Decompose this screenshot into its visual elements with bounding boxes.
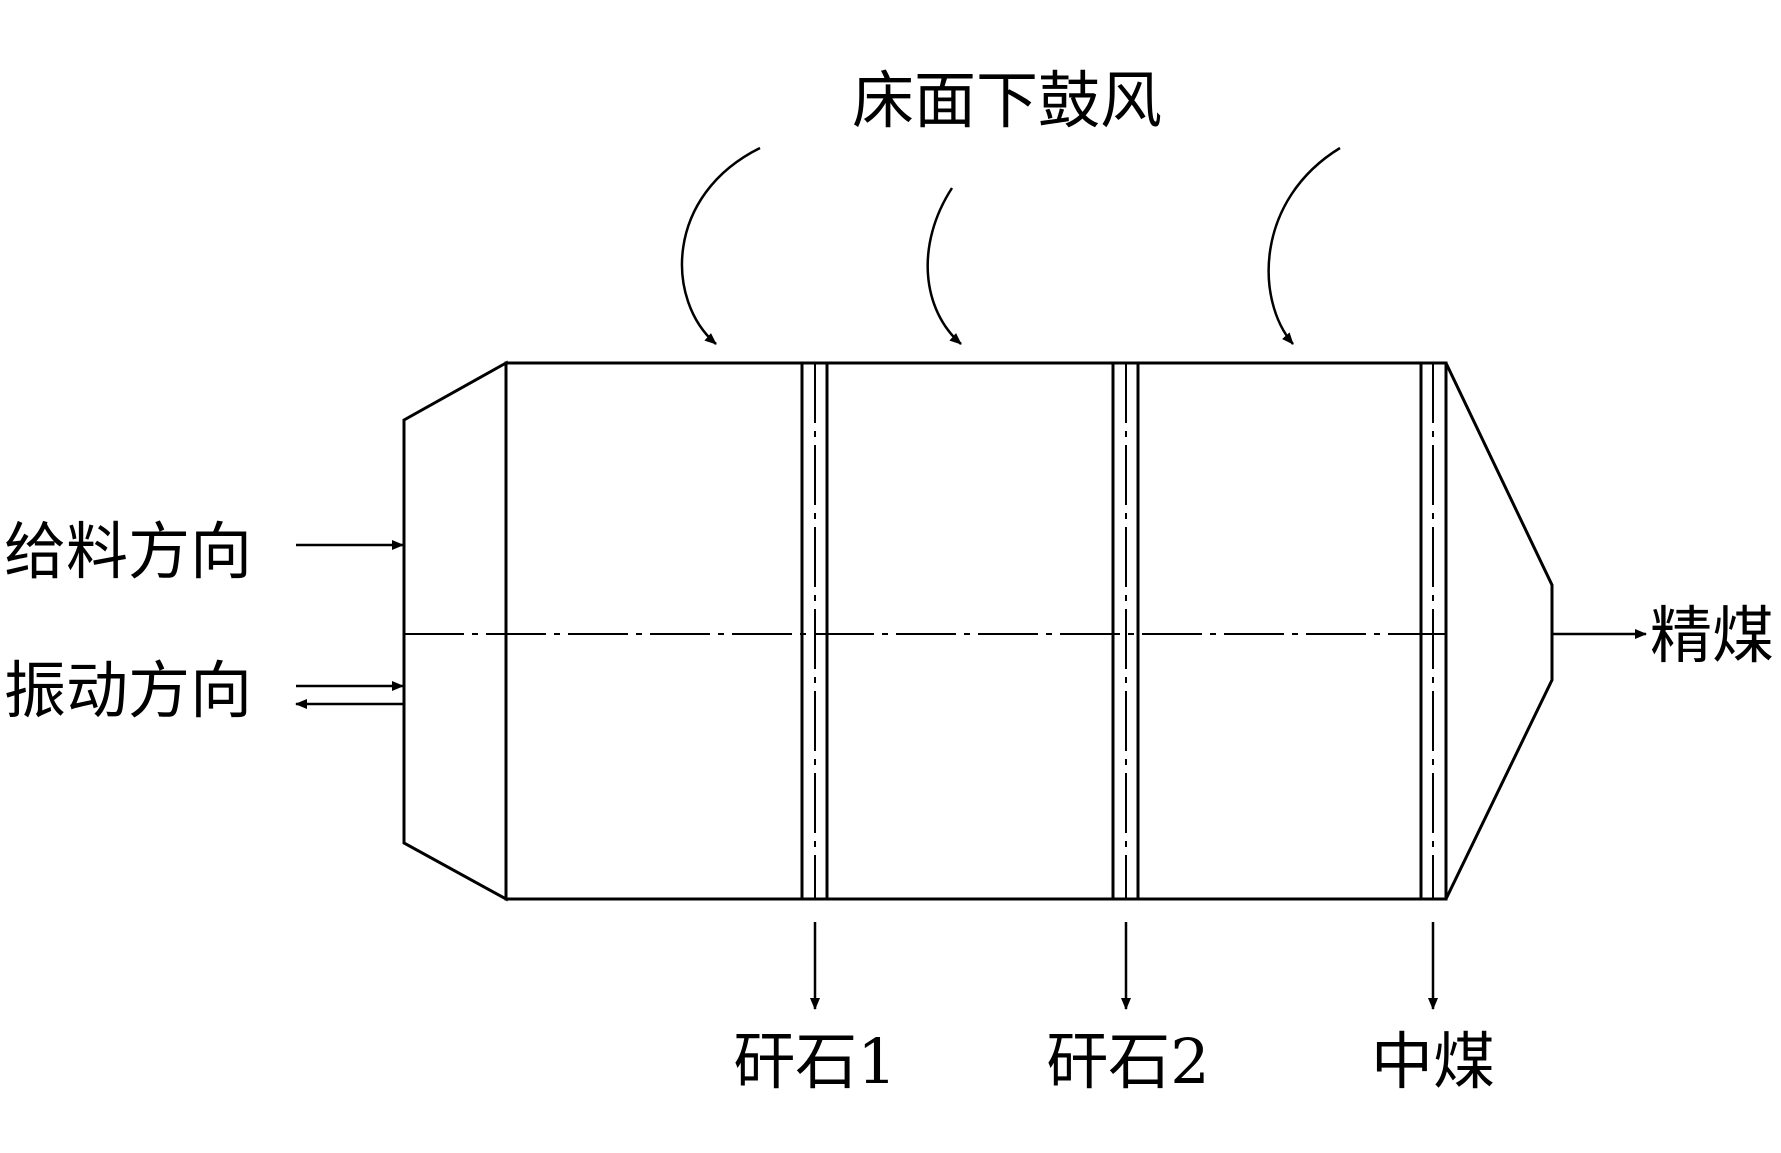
air-blow-arrow-3 (1267, 146, 1341, 345)
vibration-direction-arrows (295, 681, 404, 709)
vibration-direction-label: 振动方向 (4, 654, 252, 727)
middling-label: 中煤 (1371, 1025, 1495, 1098)
clean-coal-label: 精煤 (1650, 599, 1774, 672)
feed-direction-label: 给料方向 (4, 515, 252, 588)
gangue-2-label: 矸石2 (1046, 1025, 1209, 1098)
air-blow-arrow-1 (680, 146, 761, 345)
air-blow-arrows (680, 146, 1341, 345)
partition-2 (1111, 363, 1140, 899)
partition-3 (1419, 363, 1448, 899)
feed-end-hopper (402, 360, 508, 902)
partition-1 (800, 363, 829, 899)
discharge-taper (1444, 362, 1554, 900)
air-blow-arrow-2 (926, 187, 962, 345)
bed-surface (504, 361, 1448, 901)
gangue-1-label: 矸石1 (733, 1025, 896, 1098)
separator-body (402, 360, 1554, 902)
air-blow-label: 床面下鼓风 (852, 64, 1162, 137)
